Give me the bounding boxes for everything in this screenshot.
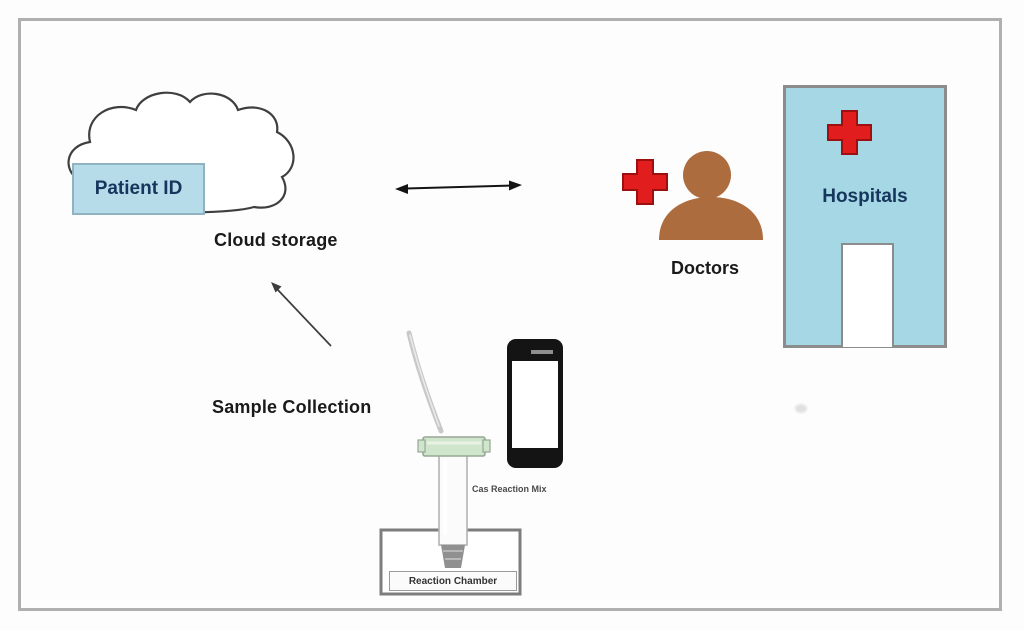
smartphone-icon [507, 339, 563, 468]
phone-screen [512, 361, 558, 448]
hospital-building: Hospitals [783, 85, 947, 348]
smudge-mark [795, 404, 807, 413]
hospital-door [841, 243, 894, 347]
hospital-cross-icon [827, 110, 872, 155]
phone-speaker [531, 350, 553, 354]
sample-collection-label: Sample Collection [212, 397, 372, 417]
patient-id-label: Patient ID [94, 178, 183, 199]
test-tube-icon [417, 436, 491, 568]
hospital-cross-svg [827, 110, 872, 155]
cloud-storage-label: Cloud storage [214, 230, 338, 250]
hospital-label: Hospitals [822, 186, 908, 207]
cas-reaction-mix-label: Cas Reaction Mix [472, 484, 547, 494]
doctors-label: Doctors [670, 258, 739, 278]
tube-cap [422, 436, 486, 457]
cloud-doctors-arrow [395, 180, 522, 194]
doctor-icon [659, 151, 763, 240]
swab-highlight [409, 334, 440, 427]
doctor-cross-icon [622, 159, 668, 205]
sample-to-cloud-arrow [271, 282, 332, 347]
diagram-border-frame [18, 18, 1002, 611]
patient-id-box: Patient ID [72, 163, 205, 215]
reaction-chamber-label: Reaction Chamber [408, 575, 498, 587]
reaction-chamber-label-box: Reaction Chamber [389, 571, 517, 591]
